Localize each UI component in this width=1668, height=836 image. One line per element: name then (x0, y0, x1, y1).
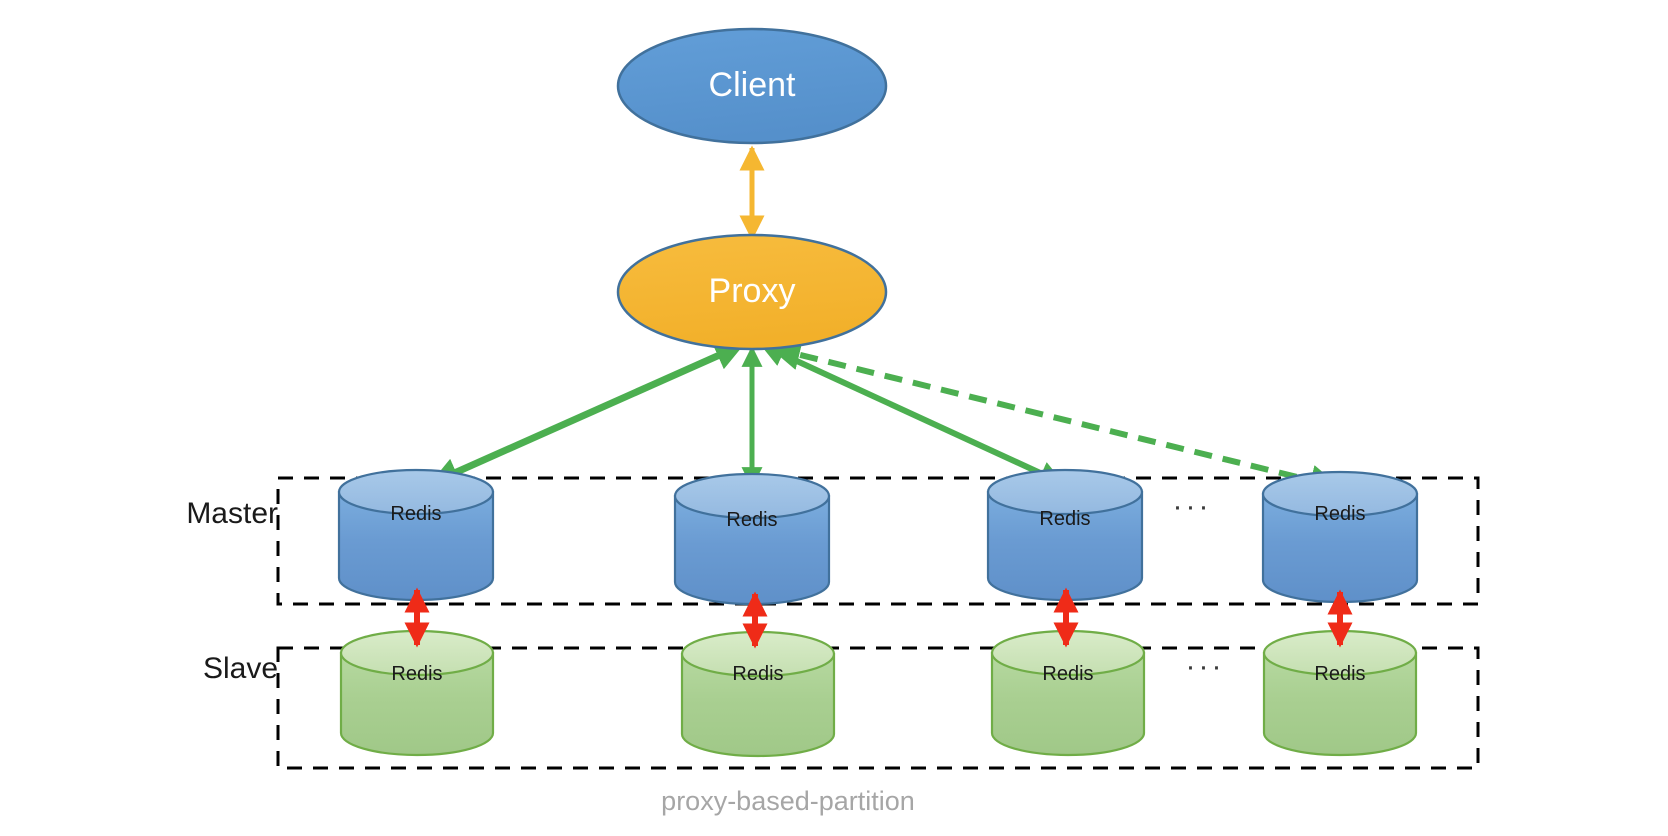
client-node[interactable] (616, 27, 888, 145)
master-redis-node-3[interactable] (986, 468, 1144, 602)
edge-proxy-master-4 (768, 339, 1342, 496)
slave-redis-node-1[interactable] (339, 629, 495, 757)
slave-redis-node-2[interactable] (680, 630, 836, 758)
edge-proxy-master-1 (429, 341, 745, 487)
master-redis-node-2[interactable] (673, 472, 831, 606)
proxy-node[interactable] (616, 233, 888, 351)
slave-redis-node-4[interactable] (1262, 629, 1418, 757)
master-redis-node-4[interactable] (1261, 470, 1419, 604)
master-redis-node-1[interactable] (337, 468, 495, 602)
slave-group-box (276, 646, 1480, 770)
edge-proxy-master-3 (759, 342, 1065, 486)
slave-redis-node-3[interactable] (990, 629, 1146, 757)
